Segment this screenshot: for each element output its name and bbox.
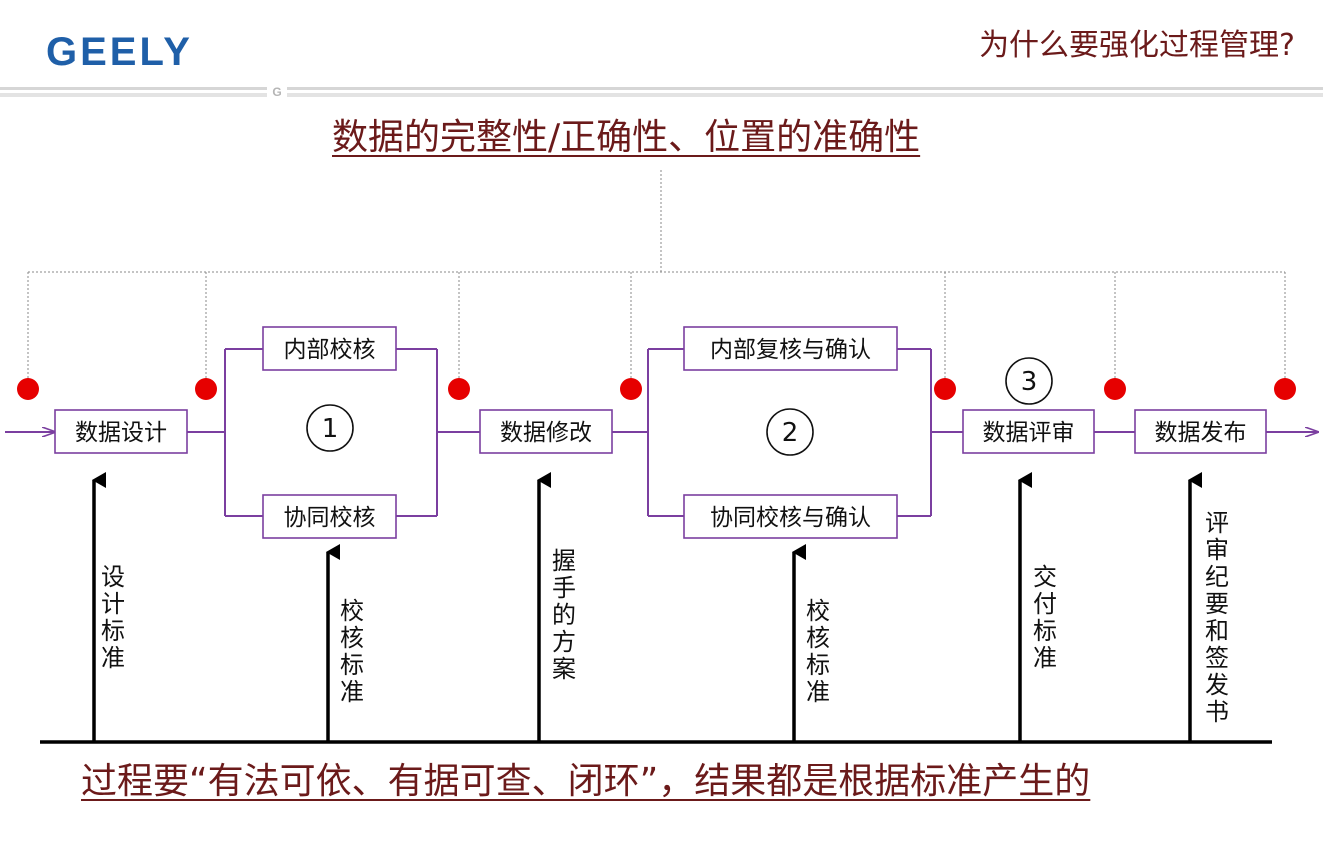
box-internal-check: 内部校核 bbox=[262, 326, 397, 371]
box-joint-check-confirm: 协同校核与确认 bbox=[683, 494, 898, 539]
step-number-1: 1 bbox=[306, 404, 354, 452]
svg-text:协同校核: 协同校核 bbox=[284, 505, 376, 531]
svg-text:内部复核与确认: 内部复核与确认 bbox=[710, 337, 871, 363]
checkpoint-marker bbox=[1104, 378, 1126, 400]
svg-text:数据评审: 数据评审 bbox=[983, 420, 1075, 446]
feedback-connectors bbox=[27, 170, 1286, 378]
slide-title: 为什么要强化过程管理? bbox=[979, 28, 1295, 63]
checkpoint-marker bbox=[620, 378, 642, 400]
step-number-2: 2 bbox=[766, 408, 814, 456]
svg-text:协同校核与确认: 协同校核与确认 bbox=[710, 505, 871, 531]
geely-logo: GEELY bbox=[46, 30, 193, 74]
svg-text:数据发布: 数据发布 bbox=[1155, 420, 1247, 446]
input-label-check-standard: 校核标准 bbox=[340, 597, 364, 706]
input-label-handshake-plan: 握手的方案 bbox=[552, 547, 576, 683]
svg-text:数据修改: 数据修改 bbox=[500, 420, 592, 446]
checkpoint-marker bbox=[17, 378, 39, 400]
divider-g-mark: G bbox=[267, 85, 287, 99]
header-divider-line bbox=[0, 87, 1323, 90]
checkpoint-marker bbox=[195, 378, 217, 400]
box-joint-check: 协同校核 bbox=[262, 494, 397, 539]
checkpoint-markers bbox=[17, 378, 1296, 400]
box-data-modify: 数据修改 bbox=[479, 409, 613, 454]
step-number-3: 3 bbox=[1005, 357, 1053, 405]
quality-goal-heading: 数据的完整性/正确性、位置的准确性 bbox=[332, 117, 921, 158]
input-label-check-standard-2: 校核标准 bbox=[806, 597, 830, 706]
svg-text:2: 2 bbox=[782, 418, 799, 448]
svg-text:3: 3 bbox=[1021, 367, 1038, 397]
input-arrows bbox=[92, 472, 1202, 742]
box-data-design: 数据设计 bbox=[54, 409, 188, 454]
box-internal-recheck: 内部复核与确认 bbox=[683, 326, 898, 371]
input-label-design-standard: 设计标准 bbox=[101, 563, 125, 672]
flow-lines bbox=[5, 348, 1318, 517]
checkpoint-marker bbox=[1274, 378, 1296, 400]
box-data-release: 数据发布 bbox=[1134, 409, 1267, 454]
checkpoint-marker bbox=[934, 378, 956, 400]
svg-text:数据设计: 数据设计 bbox=[75, 420, 167, 446]
header-divider-line bbox=[0, 93, 1323, 97]
checkpoint-marker bbox=[448, 378, 470, 400]
process-principle-heading: 过程要“有法可依、有据可查、闭环”，结果都是根据标准产生的 bbox=[81, 761, 1091, 802]
svg-text:1: 1 bbox=[322, 414, 339, 444]
box-data-review: 数据评审 bbox=[962, 409, 1095, 454]
input-label-delivery-standard: 交付标准 bbox=[1033, 563, 1057, 672]
svg-text:内部校核: 内部校核 bbox=[284, 337, 376, 363]
input-label-review-minutes: 评审纪要和签发书 bbox=[1205, 509, 1229, 726]
